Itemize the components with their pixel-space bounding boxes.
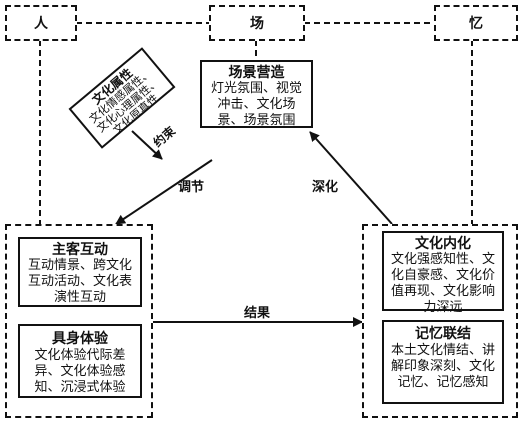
embodied-experience-title: 具身体验 [52,331,108,347]
scene-creation-body: 灯光氛围、视觉冲击、文化场景、场景氛围 [210,81,302,128]
memory-label: 忆 [469,16,483,32]
place-box: 场 [209,5,305,41]
cultural-internalization-box: 文化内化 文化强感知性、文化自豪感、文化价值再现、文化影响力深远 [382,231,504,315]
cultural-internalization-body: 文化强感知性、文化自豪感、文化价值再现、文化影响力深远 [390,252,495,315]
host-guest-interaction-title: 主客互动 [52,242,108,258]
memory-link-body: 本土文化情结、讲解印象深刻、文化记忆、记忆感知 [390,343,495,390]
host-guest-interaction-body: 互动情景、跨文化互动活动、文化表演性互动 [27,258,132,305]
adjust-label: 调节 [178,180,205,195]
deepen-label: 深化 [312,180,339,195]
deepen-arrow [309,131,393,225]
host-guest-interaction-box: 主客互动 互动情景、跨文化互动活动、文化表演性互动 [18,237,142,307]
scene-creation-box: 场景营造 灯光氛围、视觉冲击、文化场景、场景氛围 [200,60,313,128]
people-box: 人 [5,5,77,41]
scene-creation-title: 场景营造 [228,65,285,81]
memory-link-box: 记忆联结 本土文化情结、讲解印象深刻、文化记忆、记忆感知 [382,320,504,404]
adjust-arrow [115,159,213,225]
embodied-experience-box: 具身体验 文化体验代际差异、文化体验感知、沉浸式体验 [18,324,142,398]
result-label: 结果 [244,306,271,321]
people-label: 人 [34,16,48,32]
place-label: 场 [250,16,264,32]
constraint-arrow [131,130,163,160]
memory-box: 忆 [434,5,518,41]
memory-link-title: 记忆联结 [415,326,471,342]
embodied-experience-body: 文化体验代际差异、文化体验感知、沉浸式体验 [34,348,126,395]
cultural-internalization-title: 文化内化 [415,236,471,252]
